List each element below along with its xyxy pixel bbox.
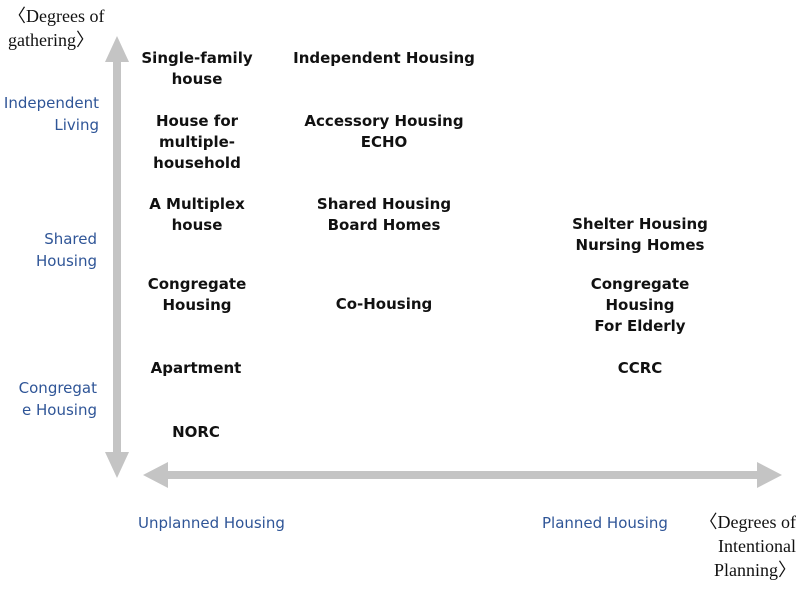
cell-congregate-housing-for-elderly: Congregate Housing For Elderly bbox=[590, 275, 690, 335]
vertical-axis-down-arrowhead bbox=[105, 452, 129, 478]
cell-co-housing: Co-Housing bbox=[335, 295, 433, 313]
y-level-congregate-housing: Congregat e Housing bbox=[18, 379, 97, 419]
cell-apartment: Apartment bbox=[150, 359, 242, 377]
cell-single-family-house: Single-family house bbox=[141, 49, 253, 88]
cell-shared-housing-board-homes: Shared Housing Board Homes bbox=[316, 195, 452, 234]
cell-multiplex-house: A Multiplex house bbox=[149, 195, 245, 234]
cell-independent-housing: Independent Housing bbox=[293, 49, 475, 67]
vertical-axis-up-arrowhead bbox=[105, 36, 129, 62]
x-level-planned-housing: Planned Housing bbox=[542, 514, 668, 532]
horizontal-axis-right-arrowhead bbox=[757, 462, 782, 488]
x-level-unplanned-housing: Unplanned Housing bbox=[138, 514, 285, 532]
y-level-independent-living: Independent Living bbox=[3, 94, 99, 134]
cell-accessory-housing-echo: Accessory Housing ECHO bbox=[304, 112, 464, 151]
cell-ccrc: CCRC bbox=[617, 359, 663, 377]
cell-shelter-housing-nursing-homes: Shelter Housing Nursing Homes bbox=[572, 215, 708, 254]
x-axis-title: 〈Degrees of Intentional Planning〉 bbox=[699, 512, 796, 580]
cell-norc: NORC bbox=[172, 423, 220, 441]
cell-house-for-multiple-household: House for multiple- household bbox=[153, 112, 241, 172]
cell-congregate-housing: Congregate Housing bbox=[147, 275, 247, 314]
y-level-shared-housing: Shared Housing bbox=[36, 230, 97, 270]
horizontal-axis-left-arrowhead bbox=[143, 462, 168, 488]
y-axis-title: 〈Degrees of gathering〉 bbox=[8, 6, 105, 50]
